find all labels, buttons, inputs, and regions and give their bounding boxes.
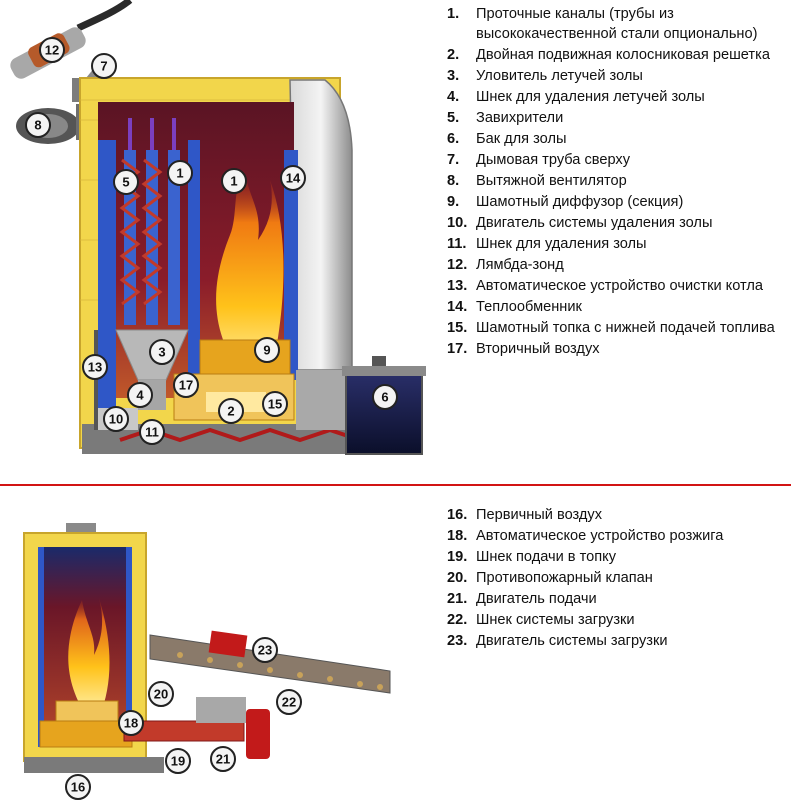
boiler-cross-section-diagram: 12 7 8 5 1 1 14 3 9 13 4 17 2 15 10 11 6 bbox=[10, 0, 426, 455]
legend-item: 22.Шнек системы загрузки bbox=[447, 612, 635, 628]
flame bbox=[216, 170, 284, 380]
svg-text:20: 20 bbox=[154, 687, 168, 702]
callout-4: 4 bbox=[127, 382, 153, 408]
legend-item: 7.Дымовая труба сверху bbox=[447, 152, 631, 168]
legend-item: 16.Первичный воздух bbox=[447, 507, 603, 523]
legend-item: 3.Уловитель летучей золы bbox=[447, 68, 643, 84]
callout-12: 12 bbox=[39, 37, 65, 63]
legend-item: 9.Шамотный диффузор (секция) bbox=[447, 194, 684, 210]
legend-item: 4.Шнек для удаления летучей золы bbox=[447, 89, 705, 105]
callout-22: 22 bbox=[276, 689, 302, 715]
svg-text:11: 11 bbox=[145, 425, 159, 440]
legend-item: 17.Вторичный воздух bbox=[447, 341, 600, 357]
svg-text:22: 22 bbox=[282, 695, 296, 710]
burner-retort bbox=[39, 720, 133, 748]
callout-7: 7 bbox=[91, 53, 117, 79]
svg-text:6: 6 bbox=[381, 390, 388, 405]
legend-item: 20.Противопожарный клапан bbox=[447, 570, 653, 586]
svg-text:16: 16 bbox=[71, 780, 85, 795]
legend-item: 8.Вытяжной вентилятор bbox=[447, 173, 627, 189]
svg-text:18: 18 bbox=[124, 716, 138, 731]
callout-13: 13 bbox=[82, 354, 108, 380]
callout-23: 23 bbox=[252, 637, 278, 663]
callout-9: 9 bbox=[254, 337, 280, 363]
callout-20: 20 bbox=[148, 681, 174, 707]
svg-text:7: 7 bbox=[100, 59, 107, 74]
burner-flame bbox=[68, 595, 110, 715]
fuel-feed-system-diagram: 23 20 22 18 19 21 16 bbox=[23, 523, 391, 800]
callout-2: 2 bbox=[218, 398, 244, 424]
legend-item: 13.Автоматическое устройство очистки кот… bbox=[447, 278, 764, 294]
boiler-rear-casing bbox=[289, 79, 353, 371]
legend-item: 12.Лямбда-зонд bbox=[447, 257, 564, 273]
burner-base bbox=[24, 757, 164, 773]
legend-item: 14.Теплообменник bbox=[447, 299, 582, 315]
callout-6: 6 bbox=[372, 384, 398, 410]
svg-text:4: 4 bbox=[136, 388, 144, 403]
svg-text:21: 21 bbox=[216, 752, 230, 767]
callout-21: 21 bbox=[210, 746, 236, 772]
sensor-cable bbox=[76, 0, 133, 32]
heat-exchanger-wall-right bbox=[284, 150, 298, 380]
callout-1-left: 1 bbox=[167, 160, 193, 186]
legend-item: 11.Шнек для удаления золы bbox=[447, 236, 647, 252]
legend-top: 1.Проточные каналы (трубы из высококачес… bbox=[447, 4, 787, 360]
callout-11: 11 bbox=[139, 419, 165, 445]
callout-19: 19 bbox=[165, 748, 191, 774]
legend-bottom: 16.Первичный воздух 18.Автоматическое ус… bbox=[447, 505, 787, 652]
svg-text:8: 8 bbox=[34, 118, 41, 133]
legend-item: 18.Автоматическое устройство розжига bbox=[447, 528, 724, 544]
callout-3: 3 bbox=[149, 339, 175, 365]
legend-item: 5.Завихрители bbox=[447, 110, 564, 126]
svg-text:19: 19 bbox=[171, 754, 185, 769]
legend-item: 1.Проточные каналы (трубы из высококачес… bbox=[447, 6, 758, 42]
section-divider bbox=[0, 484, 791, 486]
callout-1-right: 1 bbox=[221, 168, 247, 194]
legend-item: 2.Двойная подвижная колосниковая решетка bbox=[447, 47, 770, 63]
legend-item: 23.Двигатель системы загрузки bbox=[447, 633, 668, 649]
ash-duct bbox=[296, 370, 346, 430]
svg-text:15: 15 bbox=[268, 397, 282, 412]
callout-16: 16 bbox=[65, 774, 91, 800]
svg-text:10: 10 bbox=[109, 412, 123, 427]
svg-text:23: 23 bbox=[258, 643, 272, 658]
legend-item: 6.Бак для золы bbox=[447, 131, 567, 147]
legend-item: 10.Двигатель системы удаления золы bbox=[447, 215, 713, 231]
svg-text:9: 9 bbox=[263, 343, 270, 358]
legend-item: 19.Шнек подачи в топку bbox=[447, 549, 617, 565]
callout-18: 18 bbox=[118, 710, 144, 736]
callout-17: 17 bbox=[173, 372, 199, 398]
legend-item: 15.Шамотный топка с нижней подачей топли… bbox=[447, 320, 775, 336]
legend-item: 21.Двигатель подачи bbox=[447, 591, 597, 607]
feed-motor bbox=[246, 709, 270, 759]
callout-8: 8 bbox=[25, 112, 51, 138]
svg-text:3: 3 bbox=[158, 345, 165, 360]
svg-text:14: 14 bbox=[286, 171, 301, 186]
svg-text:13: 13 bbox=[88, 360, 102, 375]
pellets bbox=[177, 652, 383, 690]
callout-5: 5 bbox=[113, 169, 139, 195]
cleaning-rods bbox=[128, 118, 176, 150]
svg-text:5: 5 bbox=[122, 175, 129, 190]
svg-text:2: 2 bbox=[227, 404, 234, 419]
loading-motor bbox=[208, 630, 248, 658]
svg-text:1: 1 bbox=[176, 166, 183, 181]
callout-10: 10 bbox=[103, 406, 129, 432]
svg-text:12: 12 bbox=[45, 43, 59, 58]
callout-14: 14 bbox=[280, 165, 306, 191]
fire-valve bbox=[196, 697, 246, 723]
svg-text:1: 1 bbox=[230, 174, 237, 189]
burner-diffuser bbox=[55, 700, 119, 722]
heat-exchanger-wall-left bbox=[98, 140, 116, 408]
callout-15: 15 bbox=[262, 391, 288, 417]
svg-text:17: 17 bbox=[179, 378, 193, 393]
ash-bin-handle bbox=[372, 356, 386, 366]
